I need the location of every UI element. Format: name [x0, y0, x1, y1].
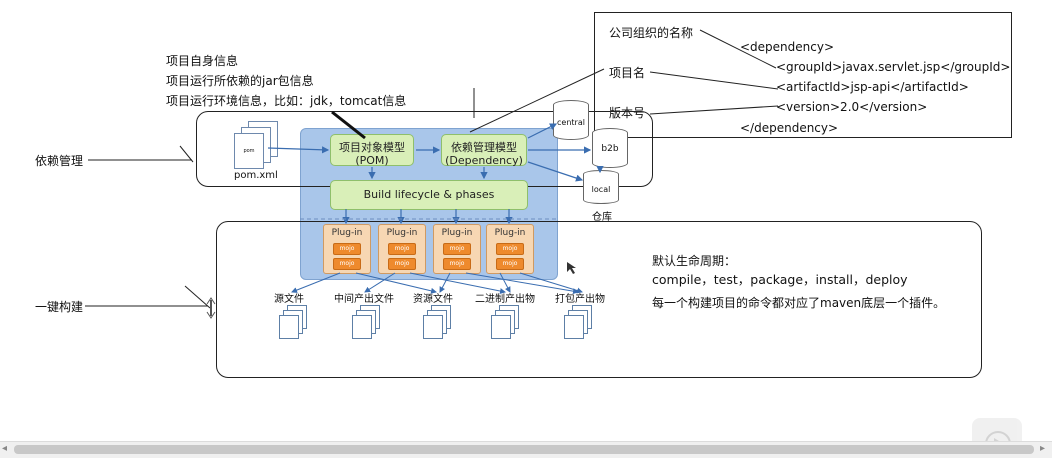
- dependency-model-subtitle: (Dependency): [445, 154, 523, 167]
- plugin-label-2: Plug-in: [386, 228, 418, 238]
- label-dependency-management: 依赖管理: [35, 154, 84, 168]
- mojo-4a: mojo: [496, 243, 524, 255]
- scroll-right-icon[interactable]: ▸: [1040, 443, 1046, 454]
- output-doc-5c: [564, 315, 584, 339]
- output-doc-1c: [279, 315, 299, 339]
- build-frame: [216, 221, 982, 378]
- local-repo-icon: local: [583, 170, 619, 204]
- scrollbar-thumb[interactable]: [14, 445, 1034, 454]
- label-one-key-build: 一键构建: [35, 300, 84, 314]
- code-line-5: </dependency>: [740, 121, 839, 135]
- pom-model-title: 项目对象模型: [339, 141, 405, 154]
- code-line-1: <dependency>: [740, 40, 835, 54]
- b2b-repo-icon: b2b: [592, 128, 628, 168]
- plugin-label-1: Plug-in: [331, 228, 363, 238]
- pom-model-subtitle: (POM): [355, 154, 389, 167]
- central-repo-label: central: [557, 118, 585, 127]
- mojo-4b: mojo: [496, 258, 524, 270]
- central-repo-icon: central: [553, 100, 589, 140]
- output-label-resources: 资源文件: [413, 294, 453, 305]
- mojo-1a: mojo: [333, 243, 361, 255]
- lifecycle-phases: compile，test，package，install，deploy: [652, 272, 908, 287]
- pom-doc-icon: pom: [234, 133, 264, 169]
- output-doc-4c: [491, 315, 511, 339]
- label-version: 版本号: [609, 106, 646, 120]
- plugin-box-4: Plug-in mojo mojo: [486, 224, 534, 274]
- code-line-4: <version>2.0</version>: [776, 100, 928, 114]
- code-line-2: <groupId>javax.servlet.jsp</groupId>: [776, 60, 1011, 74]
- plugin-box-1: Plug-in mojo mojo: [323, 224, 371, 274]
- scroll-left-icon[interactable]: ◂: [2, 443, 8, 454]
- horizontal-scrollbar[interactable]: ◂ ▸: [0, 441, 1052, 458]
- output-doc-3c: [423, 315, 443, 339]
- lifecycle-box: Build lifecycle & phases: [330, 180, 528, 210]
- plugin-box-2: Plug-in mojo mojo: [378, 224, 426, 274]
- note-self-info: 项目自身信息: [166, 54, 239, 68]
- note-env-info: 项目运行环境信息，比如：jdk，tomcat信息: [166, 94, 407, 108]
- plugin-label-4: Plug-in: [494, 228, 526, 238]
- plugin-label-3: Plug-in: [441, 228, 473, 238]
- output-doc-2c: [352, 315, 372, 339]
- mojo-3a: mojo: [443, 243, 471, 255]
- pom-model-box: 项目对象模型 (POM): [330, 134, 414, 167]
- mojo-3b: mojo: [443, 258, 471, 270]
- output-label-package: 打包产出物: [555, 294, 605, 305]
- lifecycle-description: 每一个构建项目的命令都对应了maven底层一个插件。: [652, 296, 946, 310]
- mojo-2a: mojo: [388, 243, 416, 255]
- repo-caption: 仓库: [592, 212, 612, 223]
- note-jar-deps: 项目运行所依赖的jar包信息: [166, 74, 314, 88]
- label-org-name: 公司组织的名称: [609, 26, 694, 40]
- plugin-box-3: Plug-in mojo mojo: [433, 224, 481, 274]
- code-line-3: <artifactId>jsp-api</artifactId>: [776, 80, 969, 94]
- output-label-binary: 二进制产出物: [475, 294, 535, 305]
- local-repo-label: local: [591, 185, 611, 194]
- label-project-name: 项目名: [609, 66, 646, 80]
- pom-file-label: pom.xml: [234, 170, 278, 181]
- lifecycle-title: 默认生命周期：: [652, 254, 737, 268]
- mojo-1b: mojo: [333, 258, 361, 270]
- dependency-model-box: 依赖管理模型 (Dependency): [441, 134, 527, 167]
- dependency-code-box: [594, 12, 1012, 138]
- dependency-model-title: 依赖管理模型: [451, 141, 517, 154]
- mojo-2b: mojo: [388, 258, 416, 270]
- b2b-repo-label: b2b: [601, 144, 619, 154]
- output-label-intermediate: 中间产出文件: [334, 294, 394, 305]
- output-label-source: 源文件: [274, 294, 304, 305]
